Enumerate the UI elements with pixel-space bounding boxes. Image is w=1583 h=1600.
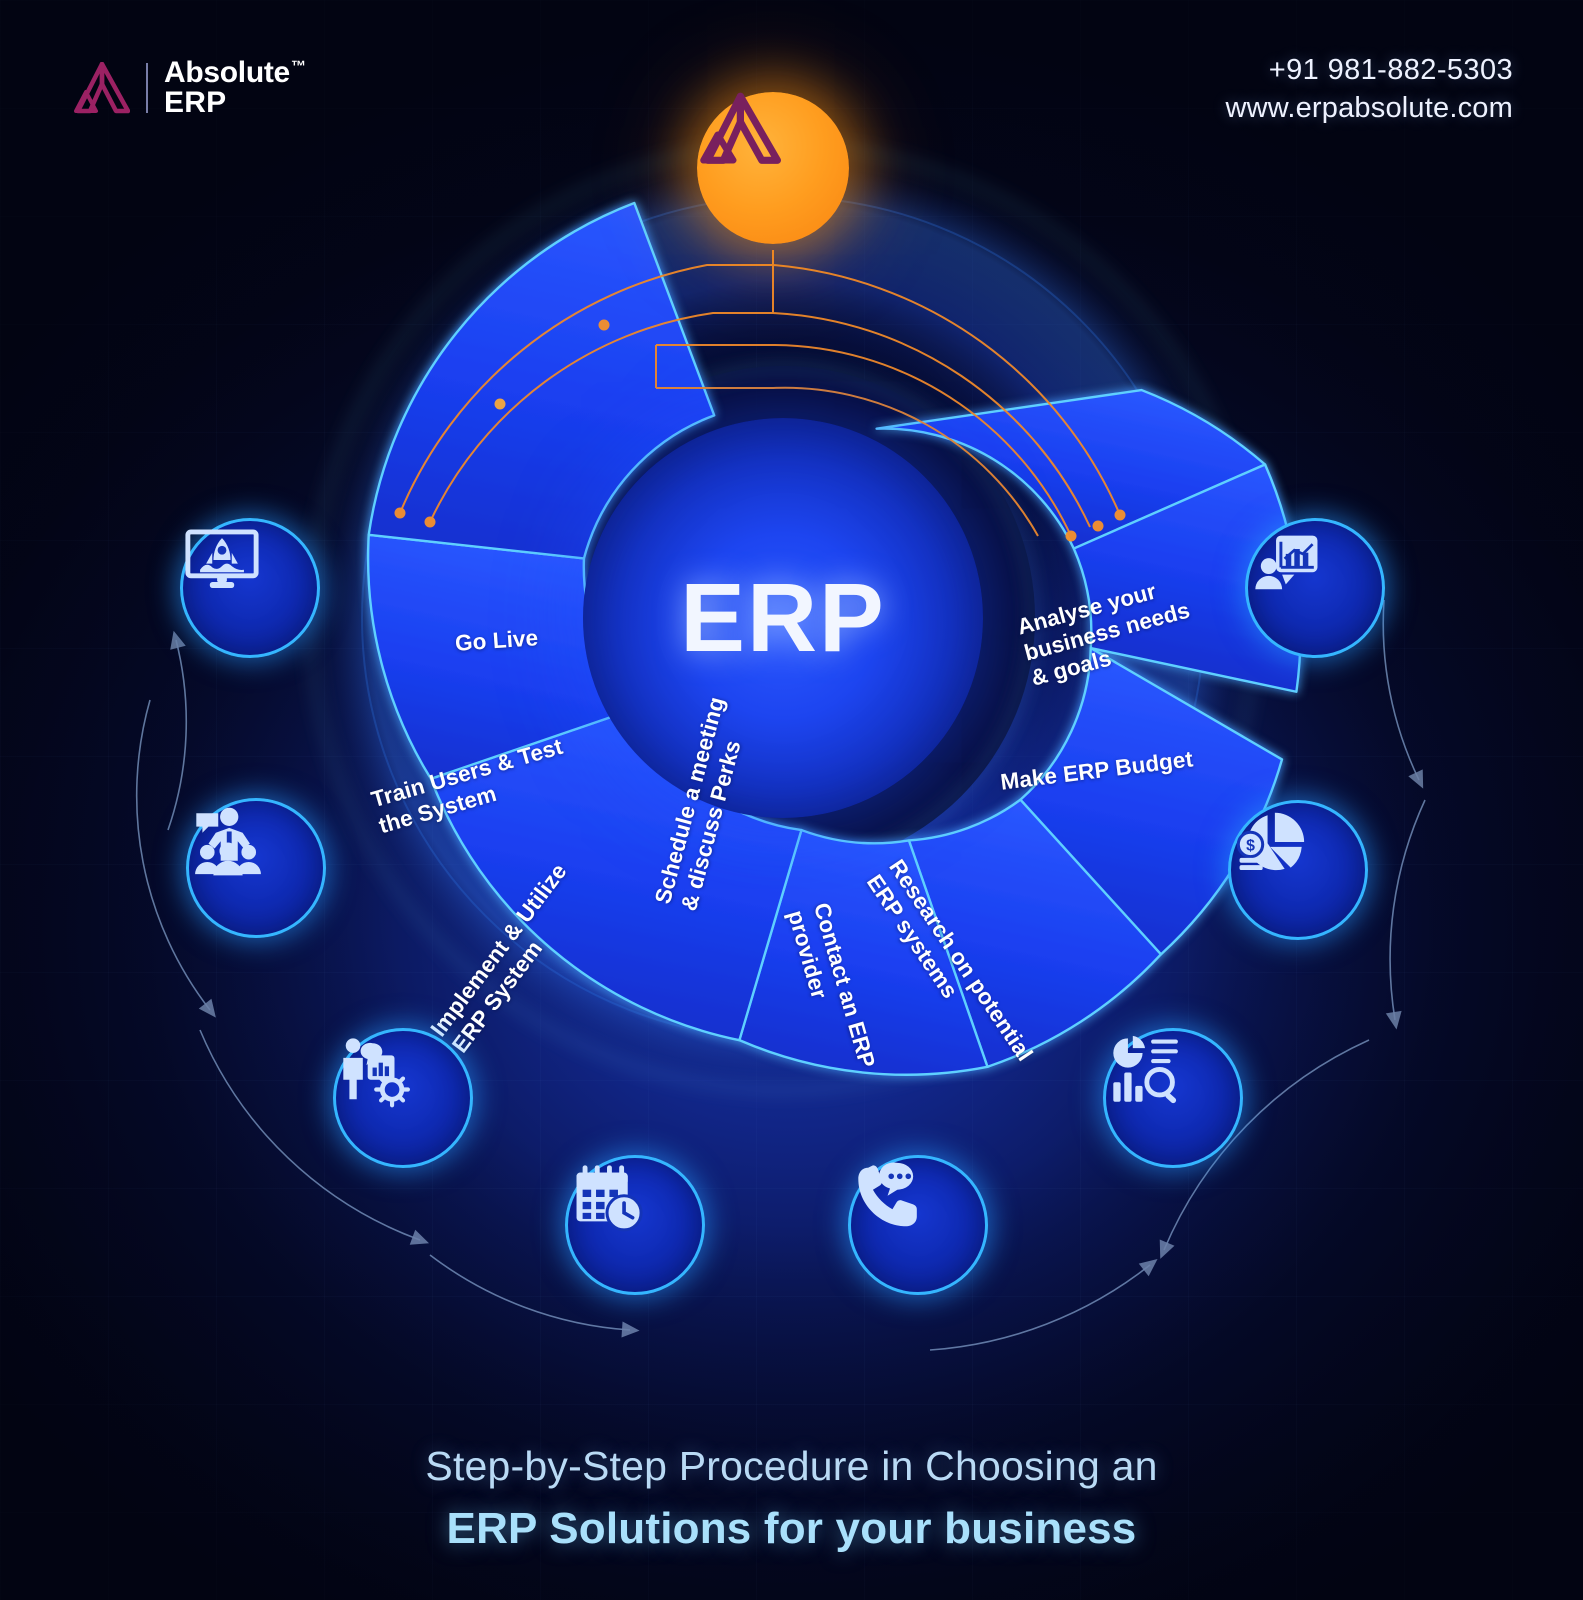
person-growth-chart-icon (1255, 535, 1318, 590)
flow-arrow-connectors (135, 599, 1426, 1351)
brand-product: ERP (164, 86, 227, 119)
brand-name: Absolute (164, 56, 290, 89)
orange-connector-arcs (394, 250, 1126, 542)
icon-node-contact[interactable] (848, 1155, 988, 1295)
svg-text:$: $ (1246, 838, 1255, 855)
absolute-triangle-logo-icon (72, 61, 131, 114)
icon-node-train[interactable] (186, 798, 326, 938)
person-gear-dashboard-icon (343, 1038, 410, 1108)
center-title: ERP (680, 563, 886, 672)
segment-budget (1072, 463, 1302, 693)
center-hub: ERP (583, 418, 983, 818)
icon-node-budget[interactable]: $ (1228, 800, 1368, 940)
icon-node-golive[interactable] (180, 518, 320, 658)
segment-analyse (875, 388, 1267, 550)
contact-info: +91 981-882-5303 www.erpabsolute.com (1226, 52, 1514, 127)
rocket-monitor-icon (185, 529, 259, 589)
top-brand-badge[interactable] (697, 92, 849, 244)
icon-node-implement[interactable] (333, 1028, 473, 1168)
footer-title: Step-by-Step Procedure in Choosing an ER… (0, 1439, 1583, 1558)
data-research-magnifier-icon (1113, 1035, 1178, 1104)
absolute-triangle-logo-icon (700, 92, 781, 164)
icon-node-research[interactable] (1103, 1028, 1243, 1168)
footer-line-1: Step-by-Step Procedure in Choosing an (425, 1443, 1158, 1490)
budget-pie-money-icon: $ (1236, 812, 1305, 871)
icon-node-schedule[interactable] (565, 1155, 705, 1295)
erp-process-wheel: Analyse your business needs & goals Make… (135, 92, 1426, 1351)
logo-divider (146, 63, 148, 113)
trademark-symbol: ™ (290, 58, 306, 75)
segment-contact (907, 798, 1163, 1069)
contact-phone[interactable]: +91 981-882-5303 (1268, 54, 1513, 86)
contact-website[interactable]: www.erpabsolute.com (1225, 91, 1513, 124)
segment-golive (367, 201, 716, 560)
trainer-audience-icon (195, 807, 261, 876)
icon-node-analyse[interactable] (1245, 518, 1385, 658)
footer-line-2: ERP Solutions for your business (446, 1503, 1137, 1553)
calendar-clock-icon (576, 1165, 643, 1232)
phone-chat-icon (858, 1162, 917, 1227)
segment-schedule (738, 828, 989, 1076)
